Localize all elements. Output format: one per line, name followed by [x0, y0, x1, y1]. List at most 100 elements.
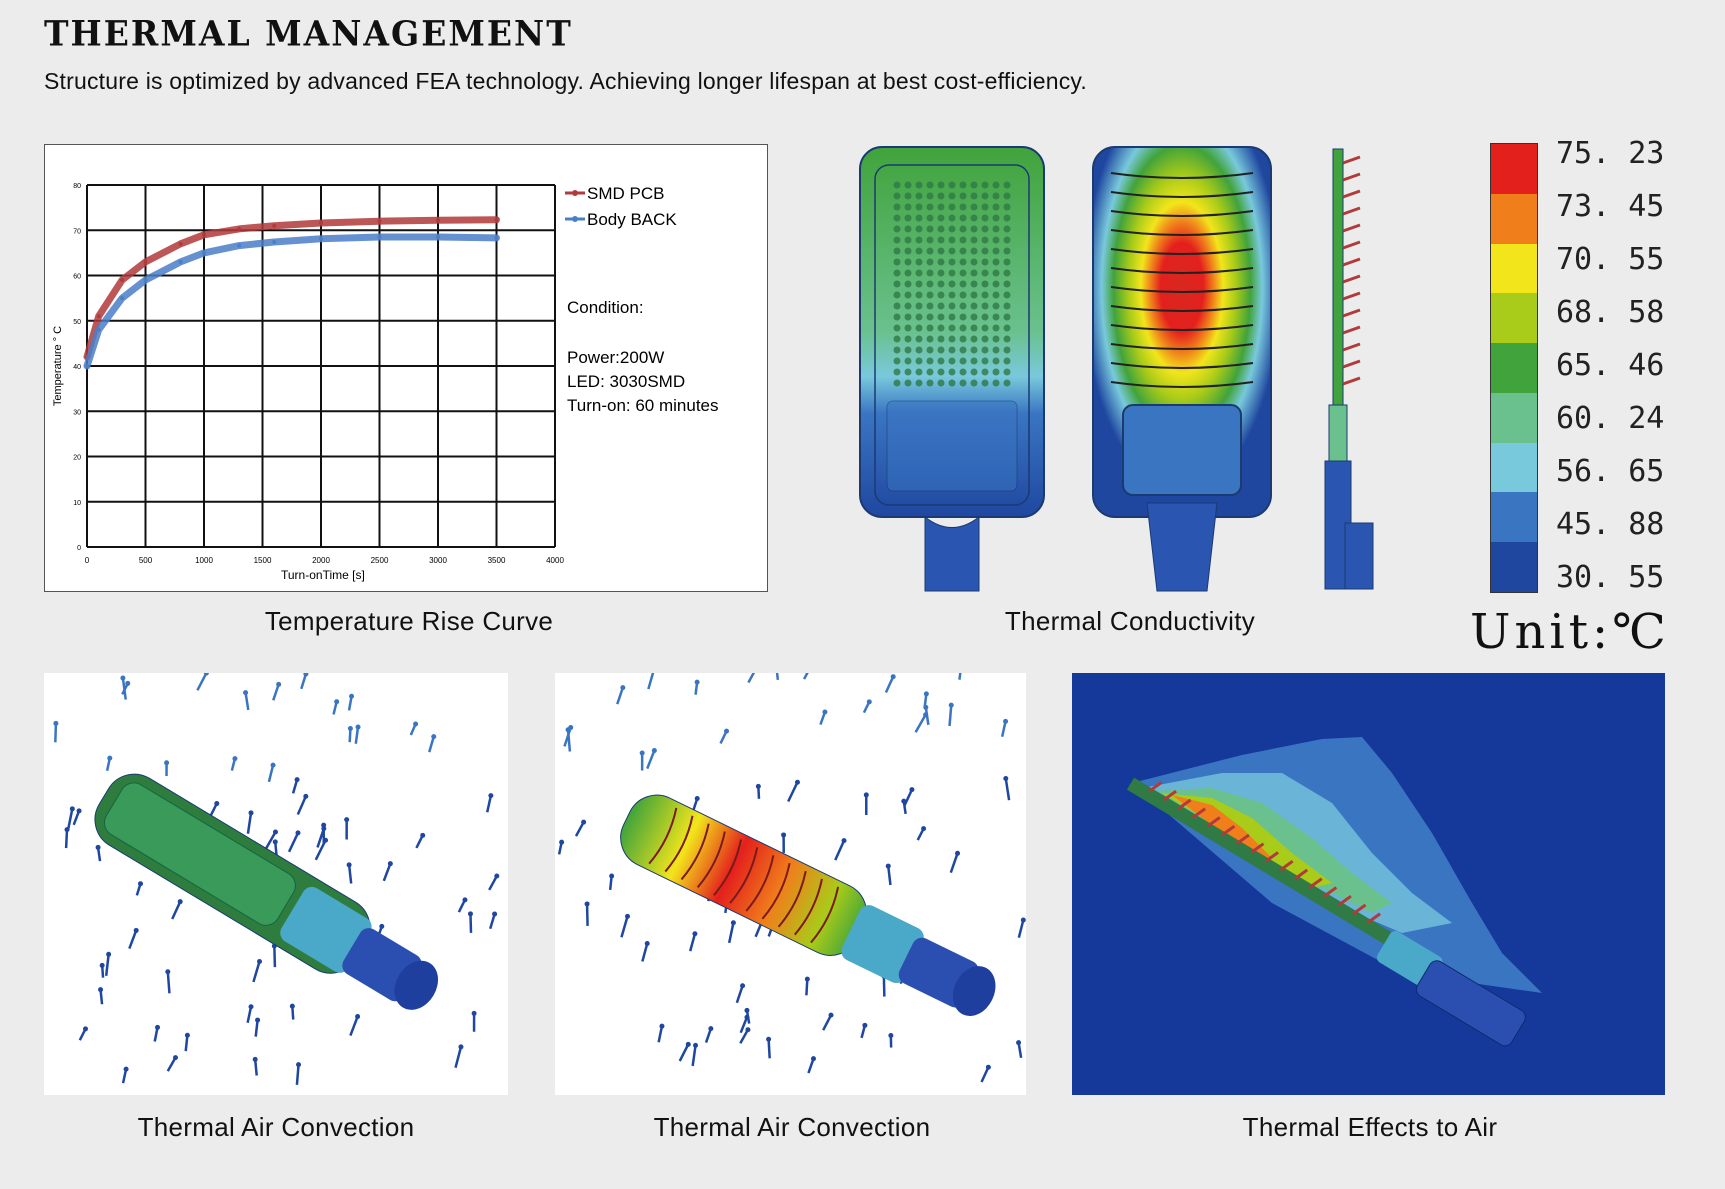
- led-dot: [904, 324, 912, 332]
- led-dot: [926, 357, 934, 365]
- led-dot: [981, 214, 989, 222]
- led-dot: [948, 313, 956, 321]
- side-fin: [1342, 291, 1361, 301]
- arrow-head: [694, 679, 700, 685]
- heatsink-fin: [696, 831, 726, 888]
- legend-label: Body BACK: [587, 210, 677, 229]
- heatsink-fin: [1148, 781, 1163, 793]
- airflow-arrow-icon: [678, 1043, 690, 1062]
- data-point: [178, 259, 183, 264]
- heatsink-fin: [1162, 789, 1177, 802]
- arrow-head: [379, 923, 385, 929]
- led-dot: [948, 236, 956, 244]
- led-dot: [904, 346, 912, 354]
- led-dot: [904, 269, 912, 277]
- led-dot: [926, 258, 934, 266]
- led-dot: [915, 269, 923, 277]
- arrow-head: [659, 1023, 665, 1029]
- led-dot: [948, 225, 956, 233]
- airflow-arrow-icon: [171, 901, 182, 920]
- arrow-head: [334, 699, 340, 705]
- arrow-head: [766, 1036, 772, 1042]
- led-dot: [1003, 192, 1011, 200]
- led-dot: [992, 379, 1000, 387]
- legend-label: SMD PCB: [587, 184, 664, 203]
- arrow-head: [296, 1062, 302, 1068]
- led-dot: [1003, 181, 1011, 189]
- led-dot: [904, 225, 912, 233]
- led-dot: [904, 258, 912, 266]
- led-dot: [926, 181, 934, 189]
- data-point: [96, 314, 101, 319]
- led-dot: [937, 357, 945, 365]
- arrow-head: [133, 927, 139, 933]
- airflow-arrow-icon: [253, 1059, 258, 1076]
- y-tick-label: 70: [73, 228, 81, 235]
- airflow-arrow-icon: [805, 979, 809, 996]
- led-dot: [948, 280, 956, 288]
- led-dot: [948, 379, 956, 387]
- color-scale-value: 56. 65: [1556, 454, 1665, 489]
- heatsink-fin: [729, 847, 759, 904]
- arrow-head: [755, 783, 761, 789]
- arrow-head: [125, 680, 131, 686]
- arrow-head: [294, 777, 300, 783]
- led-dot: [970, 335, 978, 343]
- arrow-head: [349, 693, 355, 699]
- airflow-arrow-icon: [557, 658, 1026, 1083]
- heatsink-fin: [1110, 286, 1254, 293]
- arrow-head: [252, 1056, 258, 1062]
- led-dot: [970, 346, 978, 354]
- airflow-arrow-icon: [747, 669, 757, 684]
- arrow-head: [458, 1044, 464, 1050]
- arrow-head: [120, 675, 126, 681]
- led-dot: [915, 346, 923, 354]
- led-dot: [893, 324, 901, 332]
- led-dot: [893, 368, 901, 376]
- data-point: [202, 232, 206, 237]
- arrow-head: [923, 704, 929, 710]
- led-dot: [926, 324, 934, 332]
- led-dot: [981, 335, 989, 343]
- x-tick-label: 1000: [195, 556, 213, 565]
- arrow-head: [295, 830, 301, 836]
- led-dot: [970, 291, 978, 299]
- street-light-top-view-icon: [859, 146, 1045, 592]
- side-fin: [1342, 342, 1361, 352]
- color-scale-value: 60. 24: [1556, 401, 1665, 436]
- led-dot: [937, 346, 945, 354]
- condition-text: Condition:: [567, 298, 644, 317]
- color-scale-value: 30. 55: [1556, 560, 1665, 595]
- led-dot: [937, 302, 945, 310]
- led-dot: [1003, 269, 1011, 277]
- data-point: [494, 235, 499, 240]
- airflow-arrow-icon: [272, 683, 280, 701]
- led-dot: [992, 302, 1000, 310]
- led-dot: [893, 346, 901, 354]
- led-dot: [893, 214, 901, 222]
- airflow-arrow-icon: [563, 727, 572, 747]
- airflow-arrow-icon: [1017, 1042, 1023, 1059]
- data-point: [436, 235, 440, 240]
- led-dot: [948, 335, 956, 343]
- air-convection-panel-1: [44, 670, 508, 1095]
- caption-air-convection-1: Thermal Air Convection: [137, 1112, 415, 1142]
- side-fin: [1342, 376, 1361, 386]
- led-dot: [959, 324, 967, 332]
- led-dot: [948, 192, 956, 200]
- arrow-head: [346, 862, 352, 868]
- airflow-arrow-icon: [802, 666, 812, 680]
- airflow-arrow-icon: [787, 781, 799, 803]
- led-dot: [1003, 346, 1011, 354]
- arrow-head: [694, 796, 700, 802]
- arrow-head: [467, 911, 473, 917]
- led-dot: [992, 181, 1000, 189]
- led-dot: [981, 357, 989, 365]
- led-dot: [1003, 357, 1011, 365]
- thermal-effects-panel: [1072, 673, 1665, 1095]
- caption-air-convection-2: Thermal Air Convection: [653, 1112, 931, 1142]
- led-dot: [926, 225, 934, 233]
- led-dot: [926, 313, 934, 321]
- street-light-bottom-view-icon: [1092, 146, 1272, 592]
